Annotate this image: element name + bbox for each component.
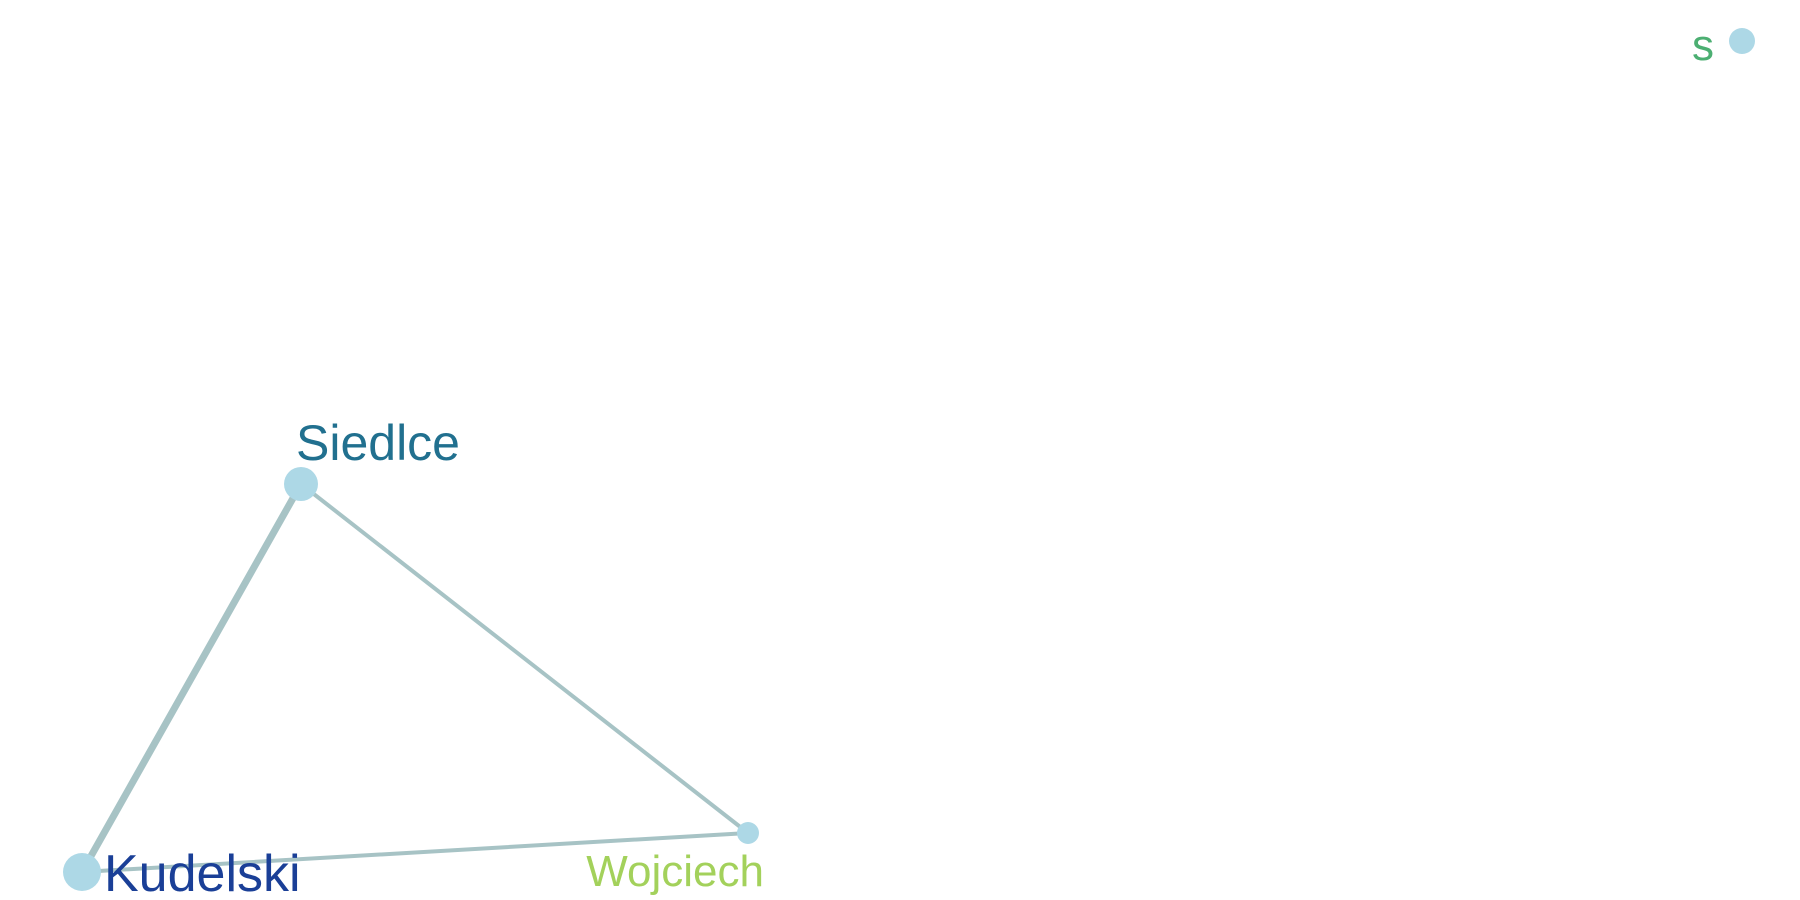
nodes-layer — [63, 28, 1755, 891]
edge-siedlce-kudelski — [78, 480, 305, 876]
node-s[interactable] — [1729, 28, 1755, 54]
node-wojciech[interactable] — [737, 822, 759, 844]
node-label-kudelski: Kudelski — [104, 845, 301, 900]
edge-kudelski-wojciech — [80, 831, 750, 874]
node-label-s: s — [1692, 21, 1714, 70]
node-kudelski[interactable] — [63, 853, 101, 891]
node-label-wojciech: Wojciech — [586, 847, 764, 896]
edge-siedlce-wojciech — [299, 482, 750, 835]
node-siedlce[interactable] — [284, 467, 318, 501]
node-label-siedlce: Siedlce — [296, 415, 460, 471]
edges-layer — [78, 480, 750, 876]
